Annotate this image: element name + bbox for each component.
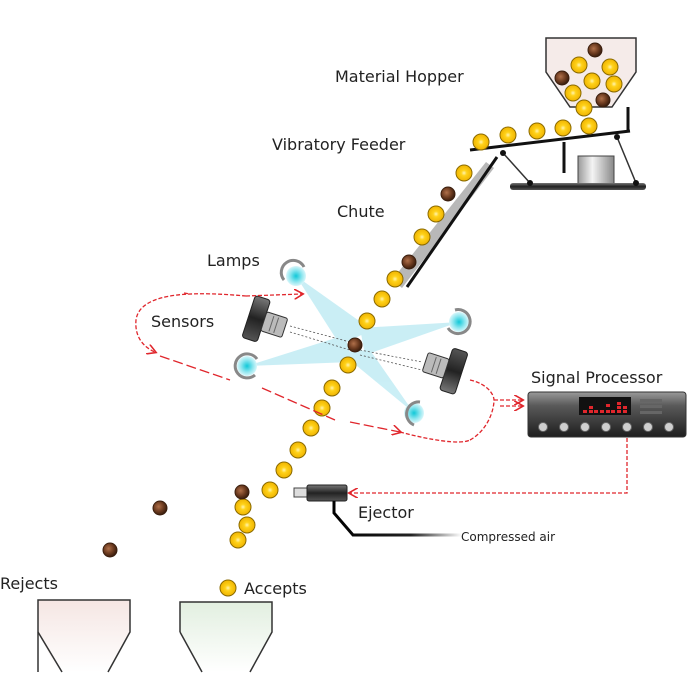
- label-accepts: Accepts: [244, 579, 307, 598]
- reject-particle: [234, 484, 250, 500]
- led: [617, 406, 621, 409]
- accept-particle: [605, 75, 623, 93]
- accept-particle: [601, 58, 619, 76]
- accept-particle: [570, 56, 588, 74]
- knob: [643, 422, 653, 432]
- knob: [559, 422, 569, 432]
- accept-particle: [358, 312, 376, 330]
- label-vibratory-feeder: Vibratory Feeder: [272, 135, 406, 154]
- vibratory-feeder: [469, 107, 646, 190]
- chute: [392, 156, 499, 288]
- led: [617, 410, 621, 413]
- reject-particle: [440, 186, 456, 202]
- knob: [622, 422, 632, 432]
- reject-particle: [102, 542, 118, 558]
- label-rejects: Rejects: [0, 574, 58, 593]
- accept-particle: [427, 205, 445, 223]
- label-material-hopper: Material Hopper: [335, 67, 464, 86]
- knob: [601, 422, 611, 432]
- accept-particle: [455, 164, 473, 182]
- reject-particle: [152, 500, 168, 516]
- particles: [75, 42, 623, 624]
- accept-particle: [373, 290, 391, 308]
- led: [623, 406, 627, 409]
- led: [606, 410, 610, 413]
- accept-particle: [339, 356, 357, 374]
- led: [623, 410, 627, 413]
- accept-particle: [229, 531, 247, 549]
- sensor-camera: [422, 348, 468, 395]
- reject-particle: [595, 92, 611, 108]
- accept-particle: [302, 419, 320, 437]
- led: [589, 406, 593, 409]
- reject-particle: [587, 42, 603, 58]
- label-chute: Chute: [337, 202, 385, 221]
- led: [594, 410, 598, 413]
- accept-particle: [219, 579, 237, 597]
- led: [600, 410, 604, 413]
- light-beams: [247, 276, 459, 413]
- signal-lines: [135, 293, 628, 493]
- knob: [538, 422, 548, 432]
- beam-left: [247, 335, 352, 366]
- label-lamps: Lamps: [207, 251, 260, 270]
- led: [583, 410, 587, 413]
- accept-particle: [583, 72, 601, 90]
- accept-particle: [575, 99, 593, 117]
- accept-particle: [323, 379, 341, 397]
- processor-knobs: [538, 422, 674, 432]
- ejector: [293, 484, 462, 537]
- lamp: [279, 258, 306, 286]
- accept-particle: [499, 126, 517, 144]
- accept-particle: [413, 228, 431, 246]
- led-display: [583, 402, 627, 413]
- sensor-camera: [242, 295, 288, 342]
- reject-particle: [401, 254, 417, 270]
- led: [606, 404, 610, 407]
- accept-particle: [234, 498, 252, 516]
- sensor-sightlines: [289, 325, 423, 371]
- beam-bottom: [340, 350, 414, 413]
- lamp: [233, 352, 259, 380]
- accept-particle: [386, 270, 404, 288]
- signal-processor: [527, 391, 687, 438]
- accept-particle: [564, 84, 582, 102]
- reject-particle: [347, 337, 363, 353]
- label-signal-processor: Signal Processor: [531, 368, 663, 387]
- reject-particle: [554, 70, 570, 86]
- beam-right: [360, 322, 459, 355]
- accept-particle: [275, 461, 293, 479]
- accept-particle: [289, 441, 307, 459]
- accept-particle: [238, 516, 256, 534]
- led: [589, 410, 593, 413]
- accept-particle: [472, 133, 490, 151]
- beam-top-left: [296, 276, 372, 345]
- accept-particle: [554, 119, 572, 137]
- accept-particle: [580, 117, 598, 135]
- led: [617, 402, 621, 405]
- accept-particle: [528, 122, 546, 140]
- knob: [664, 422, 674, 432]
- lamp: [446, 308, 472, 336]
- accept-bin: [179, 601, 273, 673]
- label-sensors: Sensors: [151, 312, 214, 331]
- accept-particle: [261, 481, 279, 499]
- led: [611, 410, 615, 413]
- label-compressed-air: Compressed air: [461, 530, 555, 544]
- lamp: [404, 400, 424, 427]
- reject-bin: [37, 599, 131, 673]
- label-ejector: Ejector: [358, 503, 414, 522]
- knob: [580, 422, 590, 432]
